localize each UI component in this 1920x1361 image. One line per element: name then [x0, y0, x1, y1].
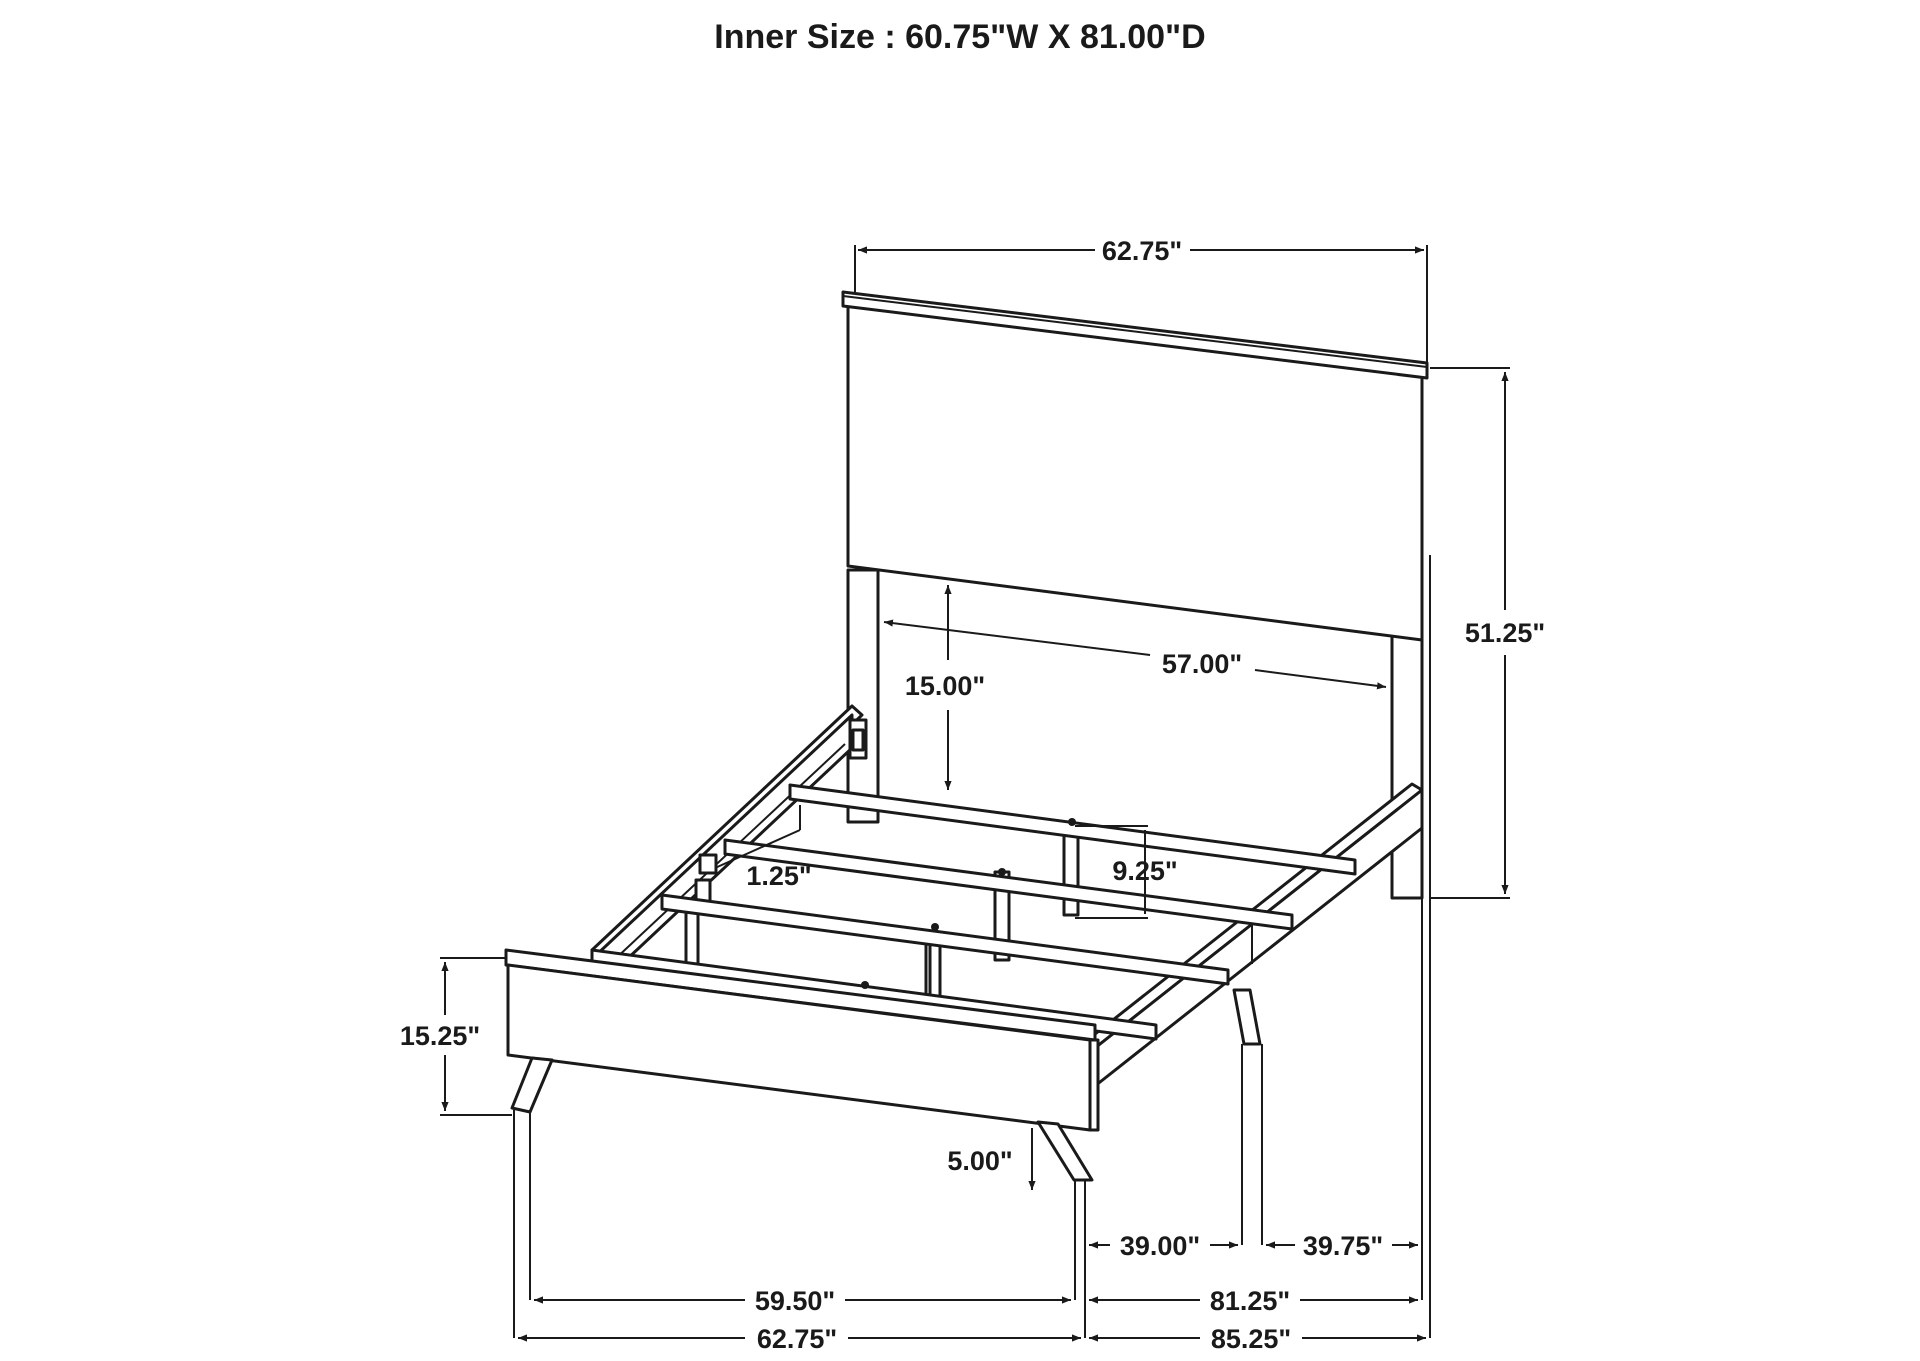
leg-clearance-label: 5.00": [947, 1146, 1012, 1176]
inner-width-line-right: [1254, 669, 1387, 690]
slat-gap-label: 9.25": [1112, 856, 1177, 886]
slat-2-bolt: [998, 868, 1006, 876]
middle-to-rear-label: 39.75": [1303, 1231, 1383, 1261]
slat-thickness-leader: [714, 829, 801, 869]
footboard-height-label: 15.25": [400, 1021, 480, 1051]
left-rail-cleat: [698, 853, 718, 875]
front-leg-span-label: 59.50": [755, 1286, 835, 1316]
slat-1: [788, 783, 1357, 876]
inner-width-line-left: [883, 619, 1151, 656]
dimension-lines: [440, 245, 1510, 1342]
dimension-labels: 62.75" 51.25" 57.00" 15.00" 9.25" 1.25" …: [400, 236, 1545, 1354]
footboard: [504, 948, 1262, 1182]
footboard-end: [1088, 1038, 1100, 1132]
left-front-leg: [510, 1056, 554, 1114]
headboard-left-post: [846, 568, 880, 824]
slat-thickness-label: 1.25": [746, 861, 811, 891]
rear-right-leg: [1232, 988, 1262, 1046]
overall-length-label: 85.25": [1211, 1324, 1291, 1354]
slat-3-bolt: [931, 923, 939, 931]
inner-width-label: 57.00": [1162, 649, 1242, 679]
headboard-clearance-label: 15.00": [905, 671, 985, 701]
slat-1-bolt: [1068, 818, 1076, 826]
leg-depth-span-label: 81.25": [1210, 1286, 1290, 1316]
slat-3: [660, 893, 1230, 986]
hinge-bracket-plate: [851, 728, 865, 752]
slat-2: [723, 838, 1294, 931]
headboard-height-label: 51.25": [1465, 618, 1545, 648]
inner-size-title: Inner Size : 60.75"W X 81.00"D: [714, 18, 1206, 56]
headboard-cap-front-edge: [842, 295, 1428, 368]
left-rail-ledger: [597, 743, 846, 976]
overall-width-label: 62.75": [757, 1324, 837, 1354]
headboard-width-label: 62.75": [1102, 236, 1182, 266]
headboard-right-post: [1390, 628, 1424, 900]
right-front-leg: [1036, 1120, 1094, 1182]
headboard: [841, 290, 1431, 900]
front-to-middle-label: 39.00": [1120, 1231, 1200, 1261]
slat-4-bolt: [861, 981, 869, 989]
